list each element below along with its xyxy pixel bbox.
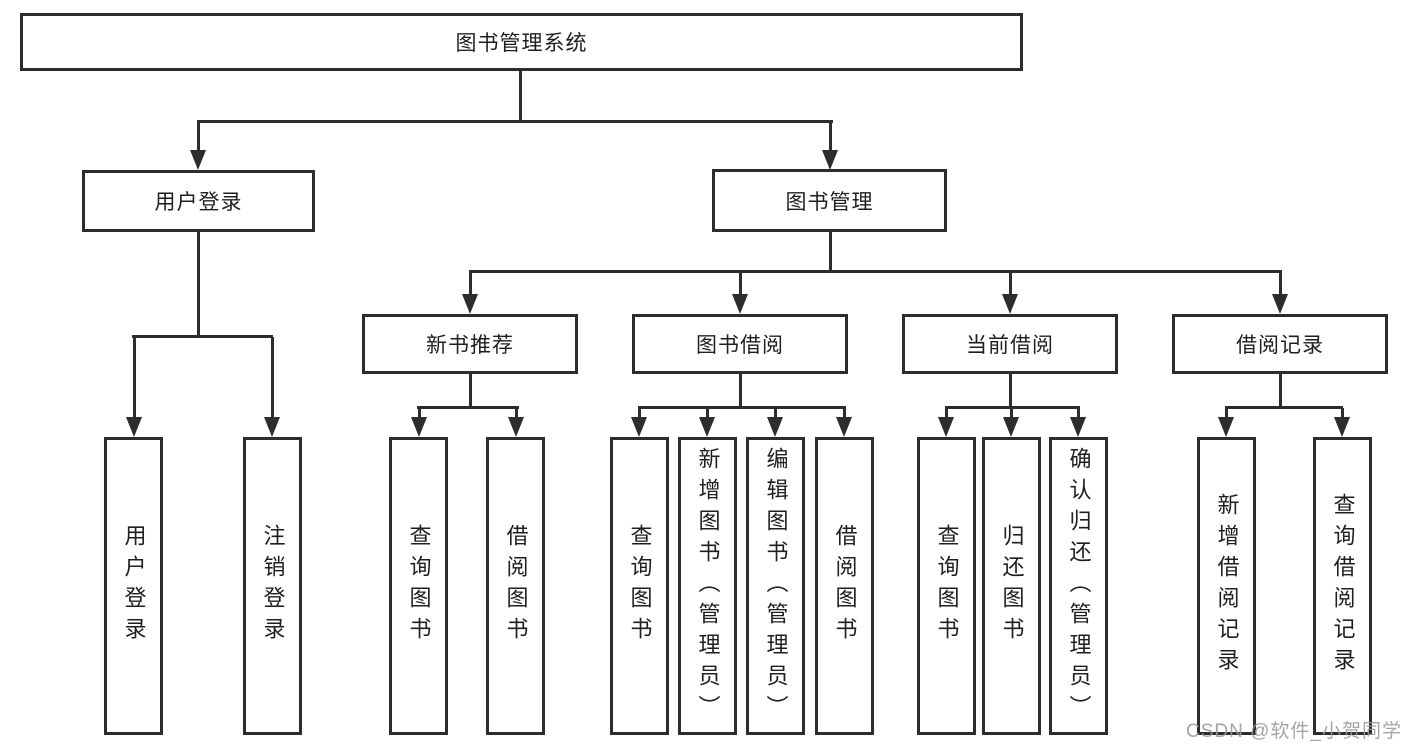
arrow-to-user-login [190, 122, 206, 170]
connector-root-bar [197, 120, 833, 123]
arrow-new-book-leaf-1 [411, 408, 427, 437]
arrow-to-book-mgmt [822, 122, 838, 170]
arrow-to-new-book [462, 272, 478, 314]
arrow-to-current [1002, 272, 1018, 314]
node-root-label: 图书管理系统 [455, 32, 588, 55]
leaf-borrow-edit: 编辑图书（管理员） [746, 437, 805, 735]
connector-records-stem [1279, 374, 1282, 409]
leaf-logout: 注销登录 [243, 437, 302, 735]
node-current-label: 当前借阅 [966, 334, 1054, 357]
node-current: 当前借阅 [902, 314, 1118, 374]
arrow-to-records [1272, 272, 1288, 314]
connector-user-login-bar [132, 335, 273, 338]
leaf-newbook-query: 查询图书 [389, 437, 448, 735]
connector-current-stem [1009, 374, 1012, 409]
leaf-borrow-add: 新增图书（管理员） [678, 437, 737, 735]
leaf-records-add: 新增借阅记录 [1197, 437, 1256, 735]
arrow-to-borrow [732, 272, 748, 314]
arrow-borrow-leaf-1 [631, 408, 647, 437]
leaf-borrow-query-label: 查询图书 [627, 524, 653, 648]
leaf-current-return-label: 归还图书 [999, 524, 1025, 648]
leaf-newbook-borrow-label: 借阅图书 [503, 524, 529, 648]
node-new-book: 新书推荐 [362, 314, 578, 374]
leaf-current-query-label: 查询图书 [934, 524, 960, 648]
leaf-current-query: 查询图书 [917, 437, 976, 735]
connector-borrow-bar [638, 406, 846, 409]
arrow-new-book-leaf-2 [508, 408, 524, 437]
leaf-newbook-borrow: 借阅图书 [486, 437, 545, 735]
arrow-current-leaf-3 [1070, 408, 1086, 437]
node-root: 图书管理系统 [20, 13, 1023, 71]
arrow-borrow-leaf-3 [767, 408, 783, 437]
node-user-login: 用户登录 [82, 170, 315, 232]
arrow-current-leaf-1 [938, 408, 954, 437]
connector-current-bar [945, 406, 1080, 409]
node-user-login-label: 用户登录 [154, 191, 243, 214]
node-borrow-label: 图书借阅 [696, 334, 784, 357]
leaf-user-login-label: 用户登录 [121, 524, 147, 648]
node-records-label: 借阅记录 [1236, 334, 1324, 357]
node-book-mgmt-label: 图书管理 [785, 190, 874, 214]
arrow-borrow-leaf-4 [836, 408, 852, 437]
arrow-current-leaf-2 [1003, 408, 1019, 437]
leaf-borrow-query: 查询图书 [610, 437, 669, 735]
connector-book-mgmt-stem [829, 232, 832, 273]
leaf-borrow-borrow: 借阅图书 [815, 437, 874, 735]
leaf-borrow-edit-label: 编辑图书（管理员） [763, 446, 789, 726]
arrow-records-leaf-2 [1334, 408, 1350, 437]
arrow-to-leaf-user-login [126, 337, 142, 437]
arrow-borrow-leaf-2 [699, 408, 715, 437]
leaf-borrow-borrow-label: 借阅图书 [832, 524, 858, 648]
node-borrow: 图书借阅 [632, 314, 848, 374]
node-book-mgmt: 图书管理 [712, 169, 947, 232]
node-records: 借阅记录 [1172, 314, 1388, 374]
arrow-records-leaf-1 [1218, 408, 1234, 437]
leaf-current-return: 归还图书 [982, 437, 1041, 735]
connector-user-login-stem [197, 232, 200, 338]
connector-records-bar [1225, 406, 1343, 409]
leaf-current-confirm-label: 确认归还（管理员） [1066, 446, 1092, 726]
leaf-logout-label: 注销登录 [260, 524, 286, 648]
leaf-records-query: 查询借阅记录 [1313, 437, 1372, 735]
arrow-to-leaf-logout [264, 337, 280, 437]
leaf-borrow-add-label: 新增图书（管理员） [695, 446, 721, 726]
leaf-records-query-label: 查询借阅记录 [1330, 493, 1356, 679]
connector-level3-bar [469, 270, 1282, 273]
node-new-book-label: 新书推荐 [426, 334, 514, 357]
csdn-watermark: CSDN @软件_小贺同学 [1186, 721, 1402, 742]
connector-root-stem [519, 68, 522, 123]
connector-new-book-stem [469, 374, 472, 409]
connector-borrow-stem [739, 374, 742, 409]
leaf-current-confirm: 确认归还（管理员） [1049, 437, 1108, 735]
leaf-user-login: 用户登录 [104, 437, 163, 735]
connector-new-book-bar [417, 406, 519, 409]
leaf-newbook-query-label: 查询图书 [406, 524, 432, 648]
leaf-records-add-label: 新增借阅记录 [1214, 493, 1240, 679]
